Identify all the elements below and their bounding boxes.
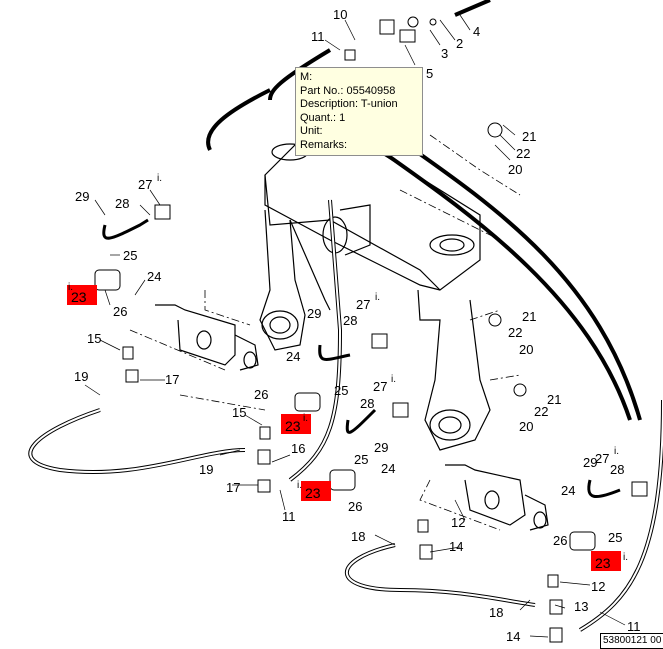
callout-24[interactable]: 24 <box>381 461 396 476</box>
callout-28[interactable]: 28 <box>360 396 375 411</box>
hotspot-part-23[interactable]: 23 <box>281 414 311 434</box>
info-marker: i. <box>68 282 73 293</box>
callout-26[interactable]: 26 <box>113 304 128 319</box>
callout-29[interactable]: 29 <box>374 440 389 455</box>
info-marker: i. <box>157 173 162 184</box>
right-cylinder <box>445 464 549 531</box>
callout-19[interactable]: 19 <box>74 369 89 384</box>
callout-22[interactable]: 22 <box>508 325 523 340</box>
callout-26[interactable]: 26 <box>348 499 363 514</box>
callout-26[interactable]: 26 <box>254 387 269 402</box>
callout-26[interactable]: 26 <box>553 533 568 548</box>
info-marker: i. <box>391 374 396 385</box>
callout-12[interactable]: 12 <box>451 515 466 530</box>
callout-24[interactable]: 24 <box>286 349 301 364</box>
callout-20[interactable]: 20 <box>519 419 534 434</box>
callout-29[interactable]: 29 <box>75 189 90 204</box>
left-leg <box>259 209 331 351</box>
tooltip-part-no: Part No.: 05540958 <box>300 84 396 97</box>
callout-17[interactable]: 17 <box>165 372 180 387</box>
callout-11[interactable]: 11 <box>627 619 641 634</box>
callout-15[interactable]: 15 <box>232 405 247 420</box>
tooltip-remarks: Remarks: <box>300 138 348 151</box>
tooltip-description: Description: T-union <box>300 98 398 110</box>
hotspot-part-23[interactable]: 23 <box>301 481 331 501</box>
callout-19[interactable]: 19 <box>199 462 214 477</box>
callout-27[interactable]: 27 <box>373 379 388 394</box>
callout-21[interactable]: 21 <box>522 129 537 144</box>
callout-25[interactable]: 25 <box>334 383 349 398</box>
callout-25[interactable]: 25 <box>608 530 623 545</box>
part-tooltip: M: Part No.: 05540958 Description: T-uni… <box>295 67 423 156</box>
callout-22[interactable]: 22 <box>534 404 549 419</box>
callout-25[interactable]: 25 <box>354 452 369 467</box>
tooltip-m: M: <box>300 71 313 83</box>
callout-29[interactable]: 29 <box>307 306 322 321</box>
hotspot-label: 23 <box>71 289 87 305</box>
tooltip-quantity: Quant.: 1 <box>300 111 346 124</box>
callout-28[interactable]: 28 <box>610 462 625 477</box>
info-marker: i. <box>623 552 628 563</box>
callout-24[interactable]: 24 <box>561 483 576 498</box>
tooltip-unit: Unit: <box>300 125 323 137</box>
callout-18[interactable]: 18 <box>489 605 504 620</box>
callout-11[interactable]: 11 <box>282 509 296 524</box>
callout-18[interactable]: 18 <box>351 529 366 544</box>
callout-17[interactable]: 17 <box>226 480 241 495</box>
callout-22[interactable]: 22 <box>516 146 531 161</box>
callout-14[interactable]: 14 <box>506 629 521 644</box>
callout-21[interactable]: 21 <box>547 392 562 407</box>
callout-12[interactable]: 12 <box>591 579 606 594</box>
hotspot-label: 23 <box>595 555 611 571</box>
info-marker: i. <box>297 480 302 491</box>
callout-3[interactable]: 3 <box>441 46 449 61</box>
callout-21[interactable]: 21 <box>522 309 537 324</box>
info-marker: i. <box>614 446 619 457</box>
callout-2[interactable]: 2 <box>456 36 464 51</box>
left-cylinder <box>155 304 259 371</box>
callout-20[interactable]: 20 <box>519 342 534 357</box>
right-leg <box>417 289 491 451</box>
callout-27[interactable]: 27 <box>356 297 371 312</box>
info-marker: i. <box>375 292 380 303</box>
hotspot-part-23[interactable]: i. 23 <box>67 282 97 305</box>
hotspot-part-23[interactable]: 23 <box>591 551 621 571</box>
callout-29[interactable]: 29 <box>583 455 598 470</box>
callout-27[interactable]: 27 <box>138 177 153 192</box>
callout-13[interactable]: 13 <box>574 599 589 614</box>
callout-11[interactable]: 11 <box>311 29 325 44</box>
callout-27[interactable]: 27 <box>595 451 610 466</box>
hotspot-label: 23 <box>285 418 301 434</box>
callout-15[interactable]: 15 <box>87 331 102 346</box>
callout-25[interactable]: 25 <box>123 248 138 263</box>
callout-20[interactable]: 20 <box>508 162 523 177</box>
callout-24[interactable]: 24 <box>147 269 162 284</box>
callout-5[interactable]: 5 <box>426 66 434 81</box>
callout-28[interactable]: 28 <box>115 196 130 211</box>
axle-frame <box>264 139 481 291</box>
callout-14[interactable]: 14 <box>449 539 464 554</box>
callout-4[interactable]: 4 <box>473 24 481 39</box>
hotspot-label: 23 <box>305 485 321 501</box>
callout-10[interactable]: 10 <box>333 7 348 22</box>
info-marker: i. <box>303 413 308 424</box>
callout-28[interactable]: 28 <box>343 313 358 328</box>
callout-16[interactable]: 16 <box>291 441 306 456</box>
